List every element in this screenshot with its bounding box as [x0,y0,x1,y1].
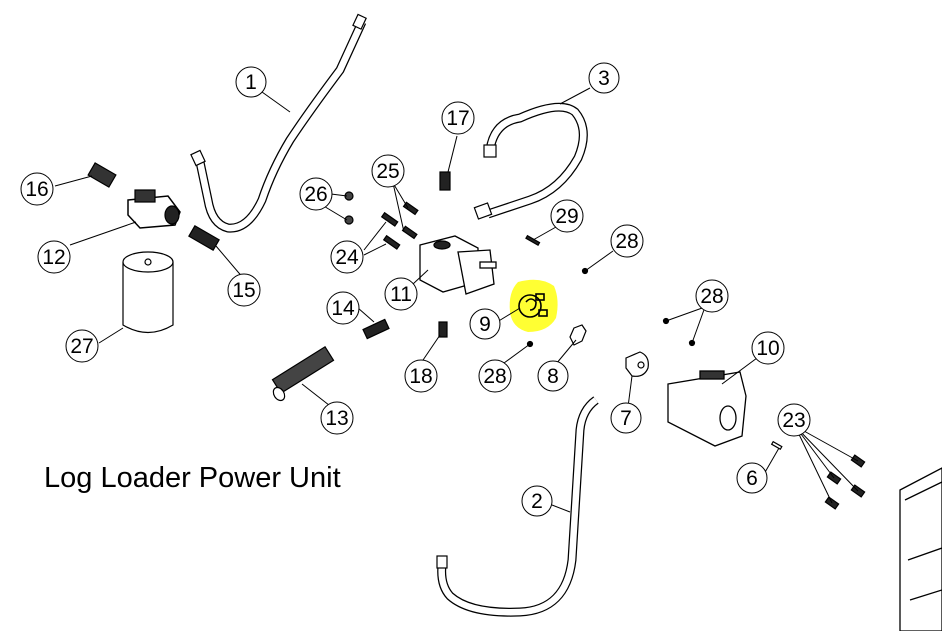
part-3-hose [473,102,588,220]
part-11-pump [419,235,497,295]
part-27-filter [122,251,174,334]
svg-text:9: 9 [479,313,491,336]
callout-6: 6 [736,462,768,494]
svg-text:6: 6 [746,467,758,490]
callout-14: 14 [326,291,360,325]
callout-12: 12 [37,240,71,274]
part-13-strainer [271,345,335,402]
callout-28-b: 28 [478,359,512,393]
callout-17: 17 [441,101,475,135]
callout-2: 2 [521,485,553,517]
callout-27: 27 [65,329,99,363]
part-29-pin [525,234,541,247]
part-6-key [770,440,783,451]
callout-11: 11 [384,277,418,311]
svg-text:18: 18 [409,365,432,388]
svg-text:27: 27 [70,335,93,358]
part-15-nipple [188,224,220,252]
svg-text:24: 24 [335,246,359,269]
svg-text:3: 3 [598,67,610,90]
part-25-bolts [401,201,419,240]
callout-9: 9 [469,308,501,340]
svg-text:8: 8 [547,365,559,388]
part-24-studs [380,211,401,250]
callout-15: 15 [227,273,261,307]
callout-18: 18 [404,359,438,393]
callout-1: 1 [235,66,267,98]
part-2-hose [436,396,599,617]
callout-24: 24 [330,240,364,274]
part-16-fitting [87,162,117,188]
svg-text:28: 28 [615,230,638,253]
callout-13: 13 [320,401,354,435]
callout-7: 7 [610,402,642,434]
callout-23: 23 [777,403,811,437]
callout-28-a: 28 [610,224,644,258]
svg-text:26: 26 [304,183,327,206]
part-7-coupler [625,351,649,377]
part-12-filter-head [127,189,181,229]
part-18-fitting [438,321,448,338]
svg-text:28: 28 [700,285,723,308]
svg-text:25: 25 [376,160,399,183]
callout-3: 3 [588,62,620,94]
svg-text:2: 2 [531,490,543,513]
part-engine [899,467,942,631]
part-17-fitting [439,171,451,191]
svg-text:29: 29 [555,205,578,228]
callout-26: 26 [299,177,333,211]
part-8-spider [569,324,587,346]
diagram-title: Log Loader Power Unit [44,462,341,494]
part-10-bell-housing [667,370,747,447]
part-26-nuts [344,191,354,225]
callout-10: 10 [751,331,785,365]
part-28-balls [526,267,696,348]
part-9-coupler [518,293,548,318]
svg-text:16: 16 [25,178,48,201]
part-9-highlight [509,279,558,332]
svg-text:14: 14 [331,297,355,320]
callout-29: 29 [550,199,584,233]
svg-text:17: 17 [446,107,469,130]
svg-text:23: 23 [782,409,805,432]
svg-text:15: 15 [232,279,255,302]
svg-text:28: 28 [483,365,506,388]
callout-8: 8 [537,360,569,392]
svg-text:1: 1 [245,71,257,94]
callout-16: 16 [20,172,54,206]
part-1-hose [190,13,367,233]
callout-25: 25 [371,154,405,188]
svg-text:10: 10 [756,337,779,360]
svg-text:13: 13 [325,407,348,430]
svg-text:11: 11 [390,283,412,306]
callout-28-c: 28 [695,279,729,313]
part-14-fitting [362,318,390,340]
svg-text:7: 7 [620,407,632,430]
leader-lines [54,87,859,513]
svg-text:12: 12 [42,246,65,269]
